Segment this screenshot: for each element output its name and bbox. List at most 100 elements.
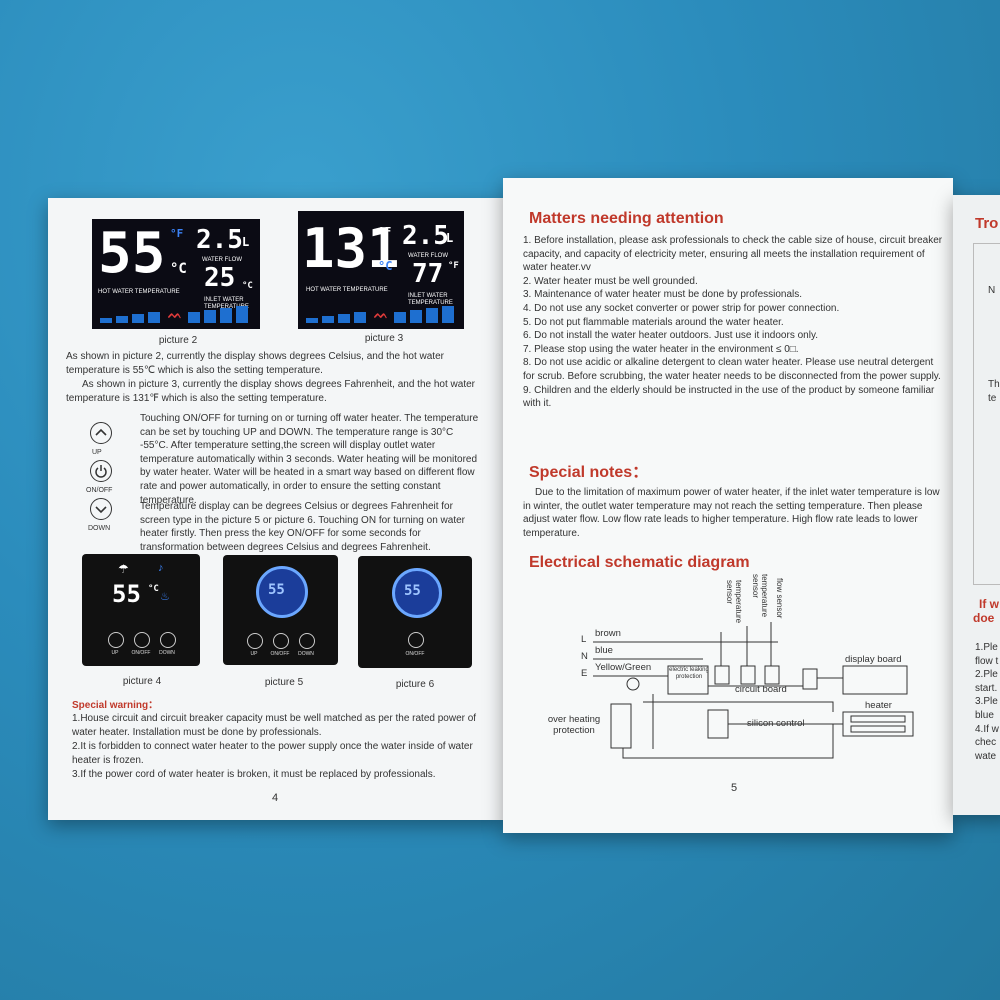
terminal-e-label: E (581, 668, 588, 679)
level-bar (100, 318, 112, 323)
power-button[interactable] (134, 632, 150, 648)
control-panel-picture-4: ☂ ♪ 55 °C ♨ UP ON/OFF DOWN (82, 554, 200, 666)
level-bar (354, 312, 366, 323)
onoff-label: ON/OFF (405, 651, 425, 657)
list-item: 3.Ple (975, 696, 998, 708)
water-flow-unit: L (446, 231, 454, 245)
level-bar (410, 310, 422, 323)
level-bar (132, 314, 144, 323)
special-notes-paragraph: Due to the limitation of maximum power o… (523, 487, 940, 539)
down-label: DOWN (159, 650, 175, 656)
list-item: 3. Maintenance of water heater must be d… (523, 289, 803, 301)
troubleshooting-title: Tro (975, 215, 999, 232)
manual-page-4: 55 °F °C 2.5 L WATER FLOW 25 °C HOT WATE… (48, 198, 503, 820)
caption-picture-4: picture 4 (122, 676, 162, 687)
level-bar (426, 308, 438, 323)
deg-c-unit: °C (378, 259, 393, 273)
hot-water-temp-value: 131 (302, 217, 400, 280)
warning-item-1: 1.House circuit and circuit breaker capa… (72, 713, 477, 738)
level-bar (338, 314, 350, 323)
special-warning-title: Special warning： (72, 700, 159, 711)
onoff-label: ON/OFF (131, 650, 151, 656)
wire-blue-label: blue (595, 645, 613, 656)
list-item: chec (975, 737, 997, 749)
level-bar (442, 306, 454, 323)
control-panel-picture-6: 55 ON/OFF (358, 556, 472, 668)
onoff-label: ON/OFF (86, 487, 113, 494)
heater-label: heater (865, 700, 892, 711)
circuit-board-label: circuit board (735, 684, 787, 695)
level-bar (322, 316, 334, 323)
down-label: DOWN (88, 525, 111, 532)
caption-picture-5: picture 5 (264, 677, 304, 688)
schematic-wiring (593, 622, 914, 759)
down-button[interactable] (160, 632, 176, 648)
water-flow-label: WATER FLOW (202, 257, 242, 263)
inlet-temp-unit: °C (242, 281, 253, 291)
terminal-n-label: N (581, 651, 588, 662)
list-item: 6. Do not install the water heater outdo… (523, 330, 818, 342)
terminal-l-label: L (581, 634, 587, 645)
manual-page-6-partial: Tro N Th te If w doe 1.Ple flow t 2.Ple … (953, 195, 1000, 815)
paragraph-celsius: As shown in picture 2, currently the dis… (66, 351, 444, 376)
panel-temp-value: 55 (112, 580, 141, 608)
temperature-sensor-label: temperature sensor (751, 574, 769, 618)
down-button-icon (90, 498, 112, 520)
list-item: 1.Ple (975, 642, 998, 653)
shower-icon: ☂ (118, 562, 129, 576)
manual-page-5: Matters needing attention 1. Before inst… (503, 178, 953, 833)
water-flow-unit: L (242, 235, 250, 249)
up-button[interactable] (108, 632, 124, 648)
list-item: wate (975, 750, 997, 762)
round-display (392, 568, 442, 618)
list-item: 1. Before installation, please ask profe… (523, 235, 943, 274)
instruction-list: 1.Ple flow t 2.Ple start. 3.Ple blue 4.I… (975, 641, 999, 763)
level-bar (116, 316, 128, 323)
list-item: blue (975, 709, 994, 721)
list-item: 5. Do not put flammable materials around… (523, 316, 784, 328)
tap-icon: ♪ (158, 562, 164, 574)
warning-item-3: 3.If the power cord of water heater is b… (72, 769, 436, 780)
deg-c-unit: °C (170, 261, 187, 277)
over-heating-protection-label: over heating protection (547, 714, 601, 736)
round-display (256, 566, 308, 618)
inlet-temp-value: 77 (412, 259, 444, 289)
heading-matters-needing-attention: Matters needing attention (529, 210, 724, 227)
panel-temp-value: 55 (404, 583, 421, 599)
panel-temp-value: 55 (268, 582, 285, 598)
paragraph-unit-switch: Temperature display can be degrees Celsi… (140, 501, 465, 553)
power-button-icon (90, 460, 112, 482)
heading-electrical-schematic: Electrical schematic diagram (529, 554, 750, 571)
down-button[interactable] (299, 633, 315, 649)
power-button[interactable] (273, 633, 289, 649)
wire-yellow-green-label: Yellow/Green (595, 662, 652, 673)
section-heading: If w (979, 597, 999, 611)
inlet-temp-label: INLET WATER TEMPERATURE (408, 293, 453, 306)
list-item: flow t (975, 655, 999, 667)
display-board-label: display board (845, 654, 902, 665)
paragraph-onoff-instructions: Touching ON/OFF for turning on or turnin… (140, 413, 479, 506)
level-bar (188, 312, 200, 323)
lcd-display-picture-3: 131 °F °C 2.5 L WATER FLOW 77 °F HOT WAT… (298, 211, 464, 329)
table-cell: Th (988, 379, 1000, 390)
hot-water-temp-label: HOT WATER TEMPERATURE (98, 289, 180, 295)
caption-picture-6: picture 6 (395, 679, 435, 690)
up-button[interactable] (247, 633, 263, 649)
water-flow-label: WATER FLOW (408, 253, 448, 259)
flow-sensor-label: flow sensor (775, 578, 784, 619)
list-item: 2.Ple (975, 669, 998, 681)
electric-leaking-protection-label: electric leaking protection (669, 667, 709, 680)
table-cell: te (988, 393, 997, 404)
flame-icon: ♨ (160, 591, 170, 603)
down-label: DOWN (298, 651, 314, 657)
list-item: 4. Do not use any socket converter or po… (523, 302, 840, 314)
wire-brown-label: brown (595, 628, 621, 639)
caption-picture-2: picture 2 (158, 335, 198, 346)
level-bar (220, 308, 232, 323)
paragraph-fahrenheit: As shown in picture 3, currently the dis… (66, 379, 475, 404)
onoff-label: ON/OFF (270, 651, 290, 657)
table-cell: N (988, 285, 996, 296)
power-button[interactable] (408, 632, 424, 648)
level-bar (236, 306, 248, 323)
water-flow-value: 2.5 (402, 221, 449, 251)
